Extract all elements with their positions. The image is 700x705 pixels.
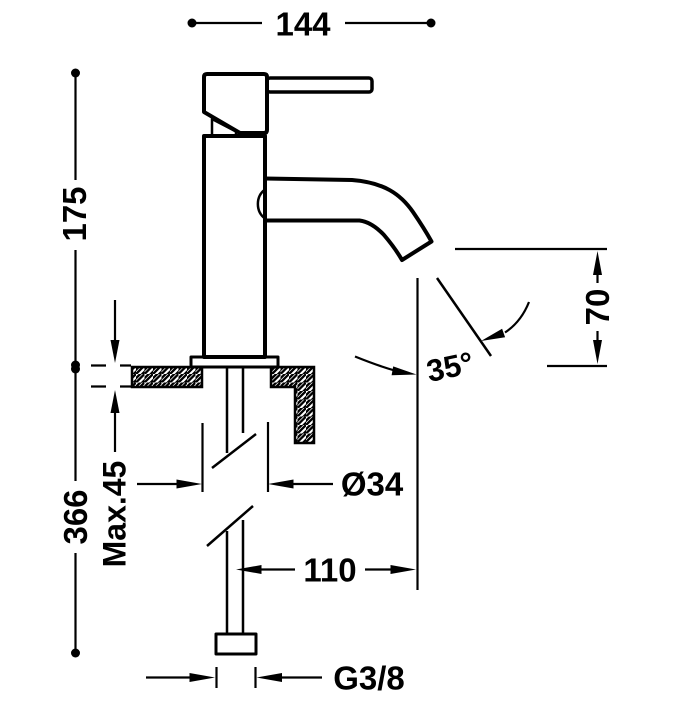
angle-reference-line	[435, 277, 493, 357]
dimension-depth-below-deck: 366	[57, 364, 94, 658]
dim-dot	[187, 18, 197, 28]
arrowhead-left	[236, 565, 262, 574]
pipe-break-line-1	[211, 433, 257, 469]
arrowhead-right	[391, 366, 417, 376]
dim-label-height-above-deck: 175	[56, 186, 93, 241]
dim-dot	[71, 364, 80, 374]
dim-dot	[71, 68, 80, 78]
arrowhead-down-left	[481, 328, 506, 341]
supply-pipe-lower	[225, 520, 245, 634]
mounting-flange	[189, 355, 280, 369]
dim-label-spout-angle: 35°	[423, 345, 476, 389]
deck-surface-ticks	[91, 364, 131, 388]
dim-label-depth-below-deck: 366	[57, 489, 94, 544]
arrowhead-up	[110, 390, 120, 413]
arrowhead-down	[593, 340, 602, 364]
handle-lever	[265, 76, 374, 94]
handle-block	[202, 72, 269, 135]
thread-ticks	[215, 667, 257, 688]
arrowhead-down	[110, 340, 120, 363]
faucet-outline	[189, 72, 434, 656]
extension-lines	[201, 422, 270, 492]
spout-root-arc	[256, 188, 266, 220]
dimension-spout-reach: 110	[236, 552, 416, 589]
dim-label-body-diameter: Ø34	[341, 466, 404, 503]
dim-label-inlet-thread: G3/8	[333, 660, 405, 697]
arrowhead-up	[593, 251, 602, 275]
dimension-body-diameter: Ø34	[137, 422, 404, 503]
countertop-right-slab	[269, 365, 316, 445]
dim-label-spout-height: 70	[579, 289, 616, 326]
angle-arc-right	[504, 301, 531, 334]
dim-label-spout-reach: 110	[303, 552, 356, 589]
pipe-break-line-2	[206, 505, 254, 547]
dim-label-overall-width: 144	[275, 6, 331, 43]
arrowhead-right	[189, 673, 215, 682]
arrowhead-left	[268, 479, 294, 489]
countertop-section	[130, 365, 316, 445]
dimension-inlet-thread: G3/8	[146, 660, 405, 697]
faucet-body	[202, 134, 267, 359]
dimension-overall-width: 144	[187, 6, 436, 43]
dim-label-deck-thickness: Max.45	[97, 461, 133, 568]
dim-dot	[71, 648, 80, 658]
arrowhead-right	[390, 565, 416, 574]
dimension-deck-thickness: Max.45	[91, 300, 133, 567]
dimension-spout-angle: 35°	[354, 277, 531, 590]
dim-dot	[426, 18, 436, 28]
inlet-connector	[214, 632, 258, 656]
arrowhead-right	[176, 479, 202, 489]
supply-pipe-upper	[225, 367, 245, 453]
arrowhead-left	[256, 673, 282, 682]
spout	[264, 176, 434, 262]
dimension-spout-height: 70	[455, 247, 616, 368]
dimension-height-above-deck: 175	[56, 68, 93, 370]
countertop-left-slab	[130, 365, 204, 389]
